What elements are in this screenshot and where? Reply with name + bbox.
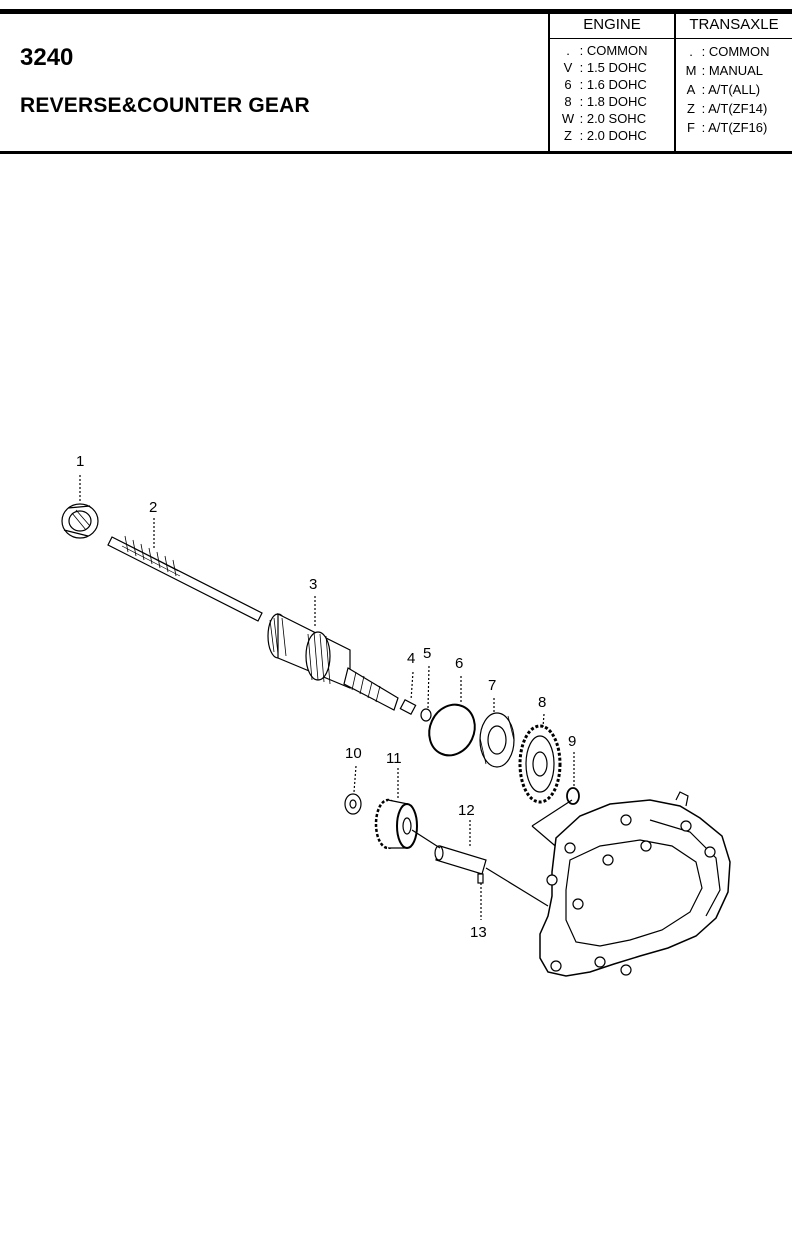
part-8-reverse-gear [518, 713, 562, 804]
engine-heading: ENGINE [583, 16, 641, 33]
engine-option: V : 1.5 DOHC [563, 60, 647, 75]
callout-6: 6 [455, 655, 463, 672]
transaxle-case [539, 791, 731, 977]
part-3-counter-gear [267, 596, 399, 711]
column-divider [674, 14, 676, 152]
engine-option: 8 : 1.8 DOHC [564, 94, 647, 109]
engine-option: Z : 2.0 DOHC [564, 128, 647, 143]
parts-header: 3240 REVERSE&COUNTER GEAR ENGINE TRANSAX… [0, 0, 792, 155]
section-code: 3240 [20, 44, 74, 71]
section-title: REVERSE&COUNTER GEAR [20, 94, 310, 117]
header-rule [548, 38, 792, 39]
callout-2: 2 [149, 499, 157, 516]
part-6-snap-ring [428, 676, 476, 757]
callout-1: 1 [76, 453, 84, 470]
part-11-idler-gear [374, 768, 418, 850]
callout-7: 7 [488, 677, 496, 694]
part-4-bolt [399, 671, 417, 716]
bottom-rule [0, 151, 792, 154]
exploded-parts-diagram: 1 2 3 4 5 6 7 8 9 10 11 12 13 [61, 453, 731, 977]
part-1-bearing [61, 475, 99, 539]
callout-5: 5 [423, 645, 431, 662]
callout-13: 13 [470, 924, 487, 941]
transaxle-legend: . : COMMON M : MANUAL A : A/T(ALL) Z : A… [684, 42, 770, 137]
callout-8: 8 [538, 694, 546, 711]
part-13-pin [477, 873, 484, 920]
engine-option: . : COMMON [566, 43, 648, 58]
callout-12: 12 [458, 802, 475, 819]
part-9-clip [566, 752, 580, 805]
part-5-washer [420, 665, 432, 722]
transaxle-option: A : A/T(ALL) [686, 82, 761, 97]
engine-option: W : 2.0 SOHC [561, 111, 647, 126]
transaxle-option: Z : A/T(ZF14) [687, 101, 768, 116]
part-7-bearing [479, 698, 515, 768]
engine-option: 6 : 1.6 DOHC [564, 77, 647, 92]
part-10-washer [344, 765, 362, 815]
callout-9: 9 [568, 733, 576, 750]
callout-3: 3 [309, 576, 317, 593]
engine-legend: . : COMMON V : 1.5 DOHC 6 : 1.6 DOHC 8 :… [560, 42, 648, 144]
column-divider [548, 14, 550, 152]
part-12-idler-shaft [434, 820, 487, 875]
callout-4: 4 [407, 650, 415, 667]
top-rule [0, 9, 792, 14]
callout-11: 11 [386, 750, 402, 767]
transaxle-option: F : A/T(ZF16) [687, 120, 768, 135]
transaxle-option: M : MANUAL [685, 63, 764, 78]
callout-10: 10 [345, 745, 362, 762]
part-2-shaft [107, 518, 263, 622]
transaxle-heading: TRANSAXLE [689, 16, 779, 33]
transaxle-option: . : COMMON [689, 44, 770, 59]
